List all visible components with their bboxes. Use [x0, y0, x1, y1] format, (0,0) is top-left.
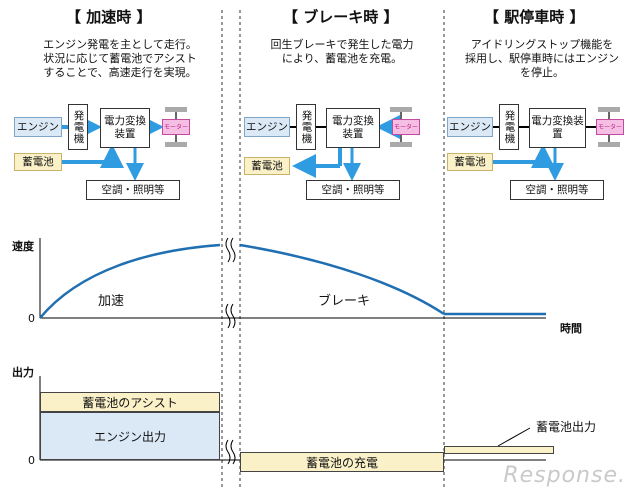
motor-box: モーター	[392, 119, 420, 135]
engine-box: エンジン	[447, 117, 493, 137]
engine-box: エンジン	[14, 117, 62, 137]
mode-title-brake: 【 ブレーキ時 】	[283, 8, 399, 26]
battery-output-label: 蓄電池出力	[536, 420, 597, 434]
output-zero-label: 0	[28, 454, 35, 467]
engine-output-bar: エンジン出力	[40, 412, 220, 460]
battery-box: 蓄電池	[447, 153, 493, 171]
mode-desc-station: アイドリングストップ機能を 採用し、駅停車時にはエンジン を停止。	[465, 38, 619, 79]
generator-box: 発電機	[499, 104, 519, 150]
brake-label: ブレーキ	[318, 294, 371, 309]
battery-box: 蓄電池	[14, 153, 62, 171]
aux-box: 空調・照明等	[306, 180, 400, 200]
generator-box: 発電機	[68, 104, 88, 150]
battery-assist-bar: 蓄電池のアシスト	[40, 392, 220, 412]
accel-label: 加速	[98, 294, 125, 309]
battery-output-bar	[444, 446, 554, 454]
engine-box: エンジン	[244, 117, 290, 137]
motor-box: モーター	[162, 119, 190, 135]
battery-box: 蓄電池	[244, 157, 290, 175]
mode-desc-accel: エンジン発電を主として走行。 状況に応じて蓄電池でアシスト することで、高速走行…	[43, 38, 197, 79]
mode-desc-brake: 回生ブレーキで発生した電力 により、蓄電池を充電。	[270, 38, 414, 65]
battery-charge-bar: 蓄電池の充電	[240, 452, 444, 472]
speed-axis-label: 速度	[12, 240, 34, 253]
aux-box: 空調・照明等	[86, 180, 180, 200]
converter-box: 電力変換装置	[100, 108, 150, 148]
aux-box: 空調・照明等	[510, 180, 604, 200]
mode-title-accel: 【 加速時 】	[66, 8, 152, 26]
converter-box: 電力変換装置	[326, 108, 380, 148]
output-axis-label: 出力	[12, 366, 34, 379]
mode-title-station: 【 駅停車時 】	[484, 8, 585, 26]
time-axis-label: 時間	[560, 322, 582, 335]
watermark-logo: Response.	[503, 463, 626, 488]
generator-box: 発電機	[296, 104, 316, 150]
speed-zero-label: 0	[28, 312, 35, 325]
motor-box: モーター	[596, 119, 624, 135]
converter-box: 電力変換装置	[529, 108, 586, 148]
